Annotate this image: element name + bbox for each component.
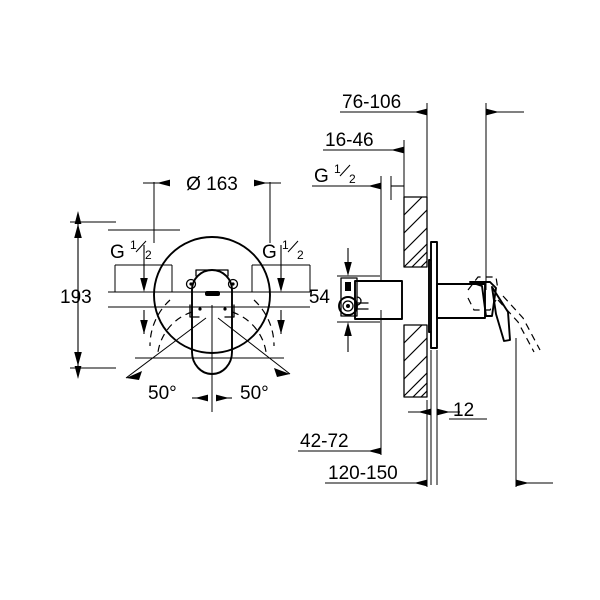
inlet-connection-boss [356, 296, 362, 306]
wall-hatch-lower [403, 324, 428, 398]
dim-42-72-label: 42-72 [300, 431, 349, 452]
diameter-label: Ø 163 [186, 174, 238, 195]
inlet-right-frac-denominator: 2 [297, 248, 304, 262]
angle-right-label: 50° [240, 383, 269, 404]
inlet-right-frac-slash [287, 240, 299, 253]
dim-g12-side-frac-denominator: 2 [349, 172, 356, 186]
lever-hidden-position-upper [467, 276, 499, 291]
wall-hatch-upper [403, 196, 428, 268]
dim-12-label: 12 [453, 400, 474, 421]
lever-handle-cap [195, 269, 229, 277]
inlet-left-frac-denominator: 2 [145, 248, 152, 262]
valve-connection-marker [345, 282, 351, 291]
pivot-screw-left-dot [189, 282, 193, 286]
front-view-group: Ø 163 193 G 1 2 G 1 2 50° [60, 174, 311, 412]
lever-handle-side-body [469, 281, 497, 317]
handle-dot-right [223, 307, 227, 311]
inlet-left-frac-slash [135, 240, 147, 253]
angle-leader-left [125, 317, 207, 379]
angle-left-label: 50° [148, 383, 177, 404]
dim-120-150-label: 120-150 [328, 463, 398, 484]
inlet-right-label: G [262, 242, 277, 263]
lever-handle-outline [191, 269, 233, 375]
inlet-connection-inner [342, 300, 354, 312]
dim-54-arrow-bottom [344, 322, 352, 336]
angle-arrow-left [126, 371, 142, 380]
pivot-screw-right [227, 278, 239, 290]
dim-g12-side-frac-slash [339, 164, 351, 177]
cartridge-housing [436, 283, 486, 319]
dim-16-46-label: 16-46 [325, 130, 374, 151]
lever-hidden-swing-outer [497, 299, 535, 353]
lever-swing-arc-left-outer [149, 299, 171, 347]
body-hidden-right-corner [224, 304, 235, 318]
handle-dot-left [198, 307, 202, 311]
lever-swing-arc-right [231, 311, 267, 353]
height-arrow-bottom [74, 352, 82, 366]
inlet-right-frac-numerator: 1 [282, 238, 289, 252]
angle-arrow-right [274, 368, 290, 377]
lever-hidden-swing-inner [502, 295, 541, 351]
lever-hidden-position-lower [467, 297, 497, 311]
height-arrow-top [74, 224, 82, 238]
dim-76-106-label: 76-106 [342, 92, 401, 113]
handle-indicator-slot [205, 291, 220, 296]
height-label: 193 [60, 287, 92, 308]
dim-54-label: 54 [309, 287, 331, 308]
inlet-left-arrow-down [140, 278, 148, 292]
escutcheon-plate-profile [428, 241, 438, 349]
inlet-right-arrow-down [277, 278, 285, 292]
dim-g12-side-frac-numerator: 1 [334, 162, 341, 176]
dim-g12-side-label: G [314, 166, 329, 187]
inlet-connection-core [346, 304, 350, 308]
inlet-left-frac-numerator: 1 [130, 238, 137, 252]
pivot-screw-right-dot [231, 282, 235, 286]
lever-swing-arc-right-outer [253, 299, 275, 347]
inlet-left-label: G [110, 242, 125, 263]
dim-54-arrow-top [344, 262, 352, 276]
inlet-connection-circle [338, 296, 358, 316]
body-hidden-left-corner [189, 304, 200, 318]
pivot-screw-left [185, 278, 197, 290]
valve-body-block [354, 280, 403, 320]
side-section-view-group: 76-106 16-46 G 1 2 54 12 42-72 [298, 92, 553, 487]
angle-leader-right [217, 317, 291, 375]
lever-handle-side-arm [491, 286, 511, 342]
wall-section-upper [403, 196, 428, 268]
lever-swing-arc-left [157, 311, 193, 353]
